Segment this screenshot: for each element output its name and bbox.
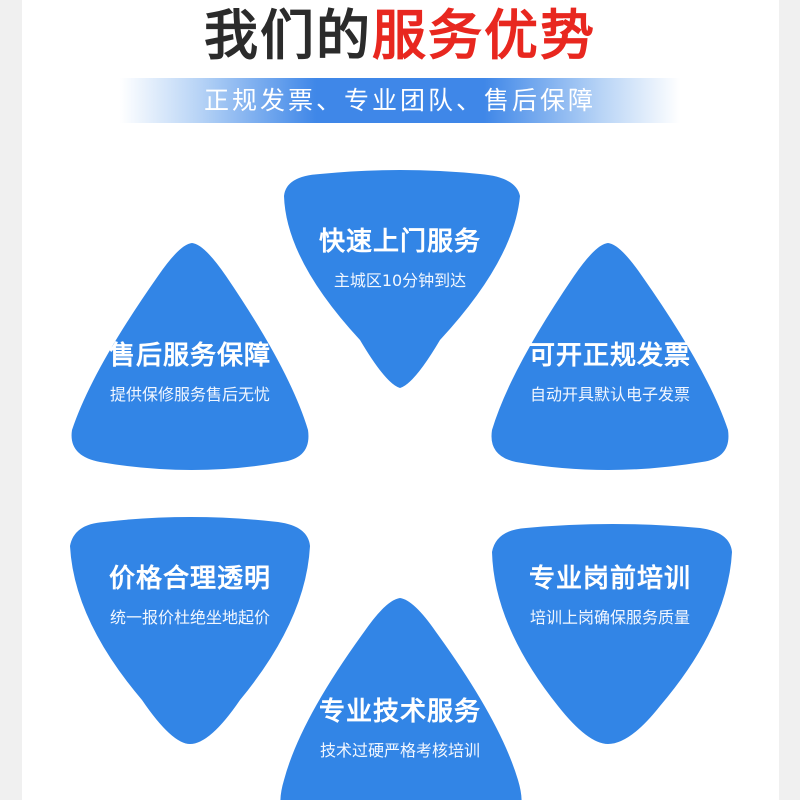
card-subtitle: 统一报价杜绝坐地起价 xyxy=(109,608,270,627)
page-title: 我们的服务优势 xyxy=(0,4,800,68)
card-after-sales: 售后服务保障 提供保修服务售后无忧 xyxy=(60,340,320,406)
card-title: 快速上门服务 xyxy=(318,227,481,257)
card-fast-service: 快速上门服务 主城区10分钟到达 xyxy=(270,226,530,292)
card-title: 专业技术服务 xyxy=(318,697,481,727)
card-subtitle: 提供保修服务售后无忧 xyxy=(109,385,270,404)
card-title: 专业岗前培训 xyxy=(528,564,691,594)
card-shape-fast-service xyxy=(284,170,520,388)
card-tech-service: 专业技术服务 技术过硬严格考核培训 xyxy=(270,696,530,762)
card-title: 可开正规发票 xyxy=(528,341,691,371)
card-shape-invoice xyxy=(491,243,729,470)
card-shape-training xyxy=(492,524,732,744)
card-shape-after-sales xyxy=(71,243,309,470)
card-pricing: 价格合理透明 统一报价杜绝坐地起价 xyxy=(60,563,320,629)
subtitle-banner xyxy=(120,78,680,123)
card-shape-pricing xyxy=(70,517,310,744)
card-invoice: 可开正规发票 自动开具默认电子发票 xyxy=(480,340,740,406)
title-dark-part: 我们的 xyxy=(204,4,372,67)
card-training: 专业岗前培训 培训上岗确保服务质量 xyxy=(480,563,740,629)
card-title: 价格合理透明 xyxy=(108,564,271,594)
card-subtitle: 培训上岗确保服务质量 xyxy=(529,608,690,627)
card-title: 售后服务保障 xyxy=(108,341,271,371)
title-red-part: 服务优势 xyxy=(372,4,596,67)
card-subtitle: 主城区10分钟到达 xyxy=(333,271,467,290)
card-shape-tech-service xyxy=(280,598,522,800)
subtitle-text: 正规发票、专业团队、售后保障 xyxy=(203,86,596,115)
card-subtitle: 自动开具默认电子发票 xyxy=(529,385,690,404)
card-subtitle: 技术过硬严格考核培训 xyxy=(319,741,480,760)
